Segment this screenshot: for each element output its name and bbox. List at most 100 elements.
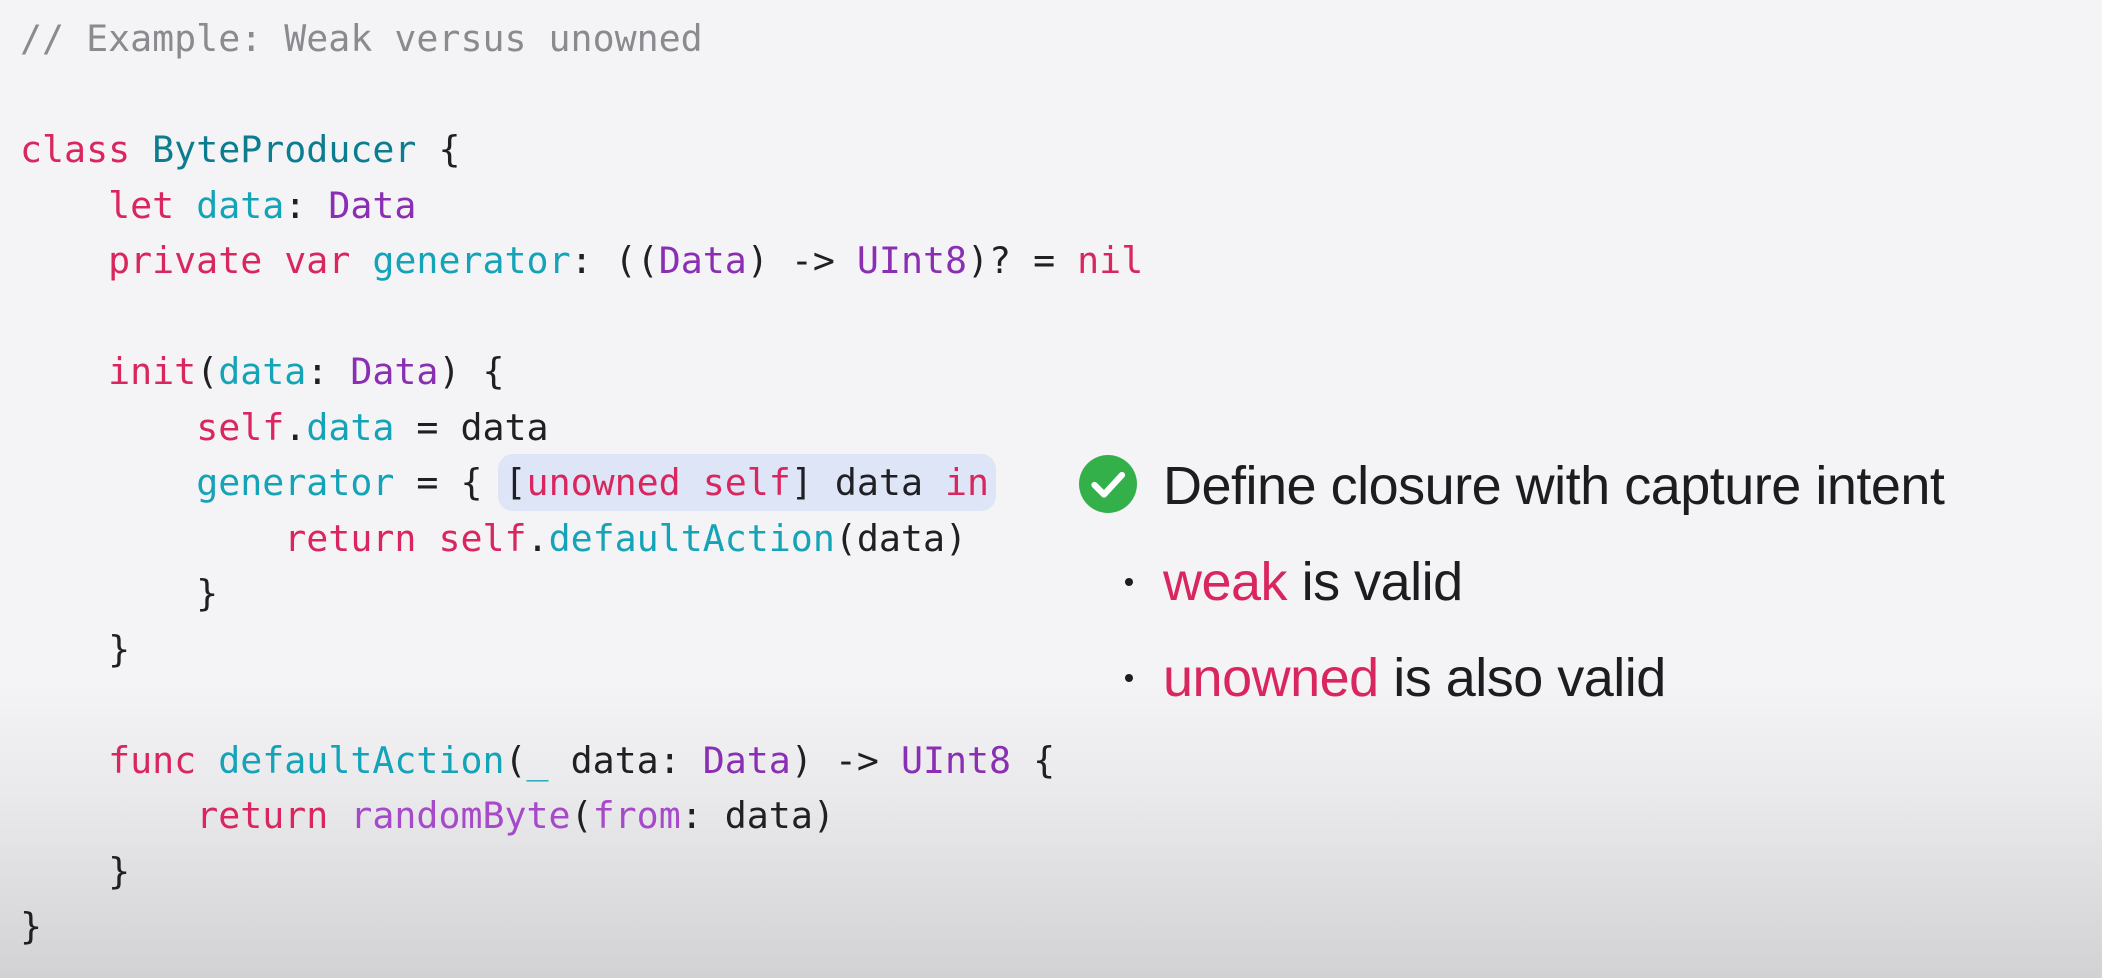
code-text: = data — [394, 405, 549, 449]
code-text — [196, 739, 218, 782]
type-token: UInt8 — [856, 239, 968, 282]
keyword-token: var — [284, 239, 351, 282]
code-text: : — [284, 183, 329, 227]
identifier-token: data — [306, 405, 395, 449]
comment-token: // Example: Weak versus unowned — [20, 17, 703, 60]
keyword-token: unowned — [526, 461, 681, 504]
keyword-token: return — [284, 516, 417, 560]
code-text — [20, 406, 196, 449]
code-text: : (( — [570, 239, 659, 282]
code-text: ] data — [790, 461, 945, 504]
bullet-text: is valid — [1287, 552, 1464, 612]
code-text: } — [20, 572, 219, 615]
type-token: Data — [328, 183, 417, 227]
code-line: return randomByte(from: data) — [20, 788, 1143, 844]
code-line: // Example: Weak versus unowned — [20, 11, 1143, 67]
keyword-token: self — [438, 516, 527, 560]
code-text: data: — [548, 738, 703, 782]
code-text — [20, 517, 284, 560]
identifier-token: data — [218, 350, 307, 393]
code-text: ( — [196, 350, 219, 393]
identifier-token: defaultAction — [218, 738, 505, 782]
note-heading-text: Define closure with capture intent — [1163, 456, 1945, 516]
keyword-token: private — [108, 239, 263, 282]
blank-code-line — [20, 677, 1143, 733]
type-token: Data — [350, 350, 439, 393]
code-text — [262, 239, 284, 282]
code-text — [20, 350, 108, 393]
code-text: . — [284, 405, 307, 449]
function-token: from — [592, 794, 681, 837]
function-token: randomByte — [350, 794, 571, 837]
bullet-dot — [1125, 578, 1133, 586]
identifier-token: generator — [196, 461, 395, 504]
keyword-token: let — [108, 183, 175, 227]
code-text: ) { — [438, 350, 505, 393]
capture-list-highlight: [unowned self] data in — [504, 461, 990, 504]
code-line: } — [20, 566, 1143, 622]
code-line: } — [20, 844, 1143, 900]
code-text — [350, 239, 372, 282]
code-text: (data) — [834, 516, 967, 560]
type-token: Data — [702, 738, 791, 782]
type-token: UInt8 — [900, 738, 1012, 782]
code-text: ( — [504, 738, 527, 782]
code-text — [20, 794, 196, 837]
code-text: ( — [570, 794, 593, 837]
bullet-keyword: unowned — [1163, 648, 1379, 708]
code-line: init(data: Data) { — [20, 344, 1143, 400]
code-line: return self.defaultAction(data) — [20, 511, 1143, 567]
identifier-token: _ — [526, 738, 549, 782]
keyword-token: init — [108, 350, 197, 393]
code-text: ) -> — [790, 738, 901, 782]
code-line: generator = { [unowned self] data in — [20, 455, 1143, 511]
keyword-token: self — [196, 405, 285, 449]
code-text: } — [20, 849, 131, 893]
keyword-token: class — [20, 128, 131, 171]
code-text — [416, 517, 438, 560]
code-text: } — [20, 905, 43, 948]
code-text — [20, 184, 108, 227]
code-text — [328, 794, 350, 837]
keyword-token: in — [944, 461, 990, 504]
identifier-token: generator — [372, 239, 571, 282]
code-line: self.data = data — [20, 400, 1143, 456]
code-text — [174, 184, 196, 227]
code-line: let data: Data — [20, 178, 1143, 234]
keyword-token: nil — [1077, 239, 1144, 282]
code-text: { — [416, 128, 461, 171]
code-line: private var generator: ((Data) -> UInt8)… — [20, 233, 1143, 289]
code-line: func defaultAction(_ data: Data) -> UInt… — [20, 733, 1143, 789]
keyword-token: return — [196, 794, 329, 837]
code-text: : — [306, 350, 351, 393]
code-text — [130, 128, 152, 171]
code-text: = { — [394, 461, 505, 504]
identifier-token: defaultAction — [548, 516, 835, 560]
keyword-token: self — [702, 461, 791, 504]
blank-code-line — [20, 67, 1143, 123]
code-text: } — [20, 627, 131, 671]
blank-code-line — [20, 289, 1143, 345]
bullet-text: is also valid — [1378, 648, 1666, 708]
identifier-token: data — [196, 183, 285, 227]
code-text — [20, 461, 196, 504]
bullet-unowned: unowned is also valid — [1125, 648, 1666, 708]
bullet-weak: weak is valid — [1125, 552, 1464, 612]
check-circle-icon — [1079, 455, 1137, 513]
code-line: class ByteProducer { — [20, 122, 1143, 178]
code-block: // Example: Weak versus unowned class Byt… — [20, 11, 1143, 955]
code-line: } — [20, 899, 1143, 955]
code-text — [20, 239, 108, 282]
keyword-token: func — [108, 738, 197, 782]
bullet-dot — [1125, 674, 1133, 682]
code-text: . — [526, 516, 549, 560]
code-text — [681, 461, 703, 504]
bullet-keyword: weak — [1163, 552, 1288, 612]
code-line: } — [20, 622, 1143, 678]
code-text — [20, 739, 108, 782]
code-text: { — [1011, 738, 1056, 782]
notes-panel: Define closure with capture intent weak … — [1076, 452, 2076, 708]
type-name-token: ByteProducer — [152, 128, 417, 171]
code-text: )? = — [967, 239, 1078, 282]
